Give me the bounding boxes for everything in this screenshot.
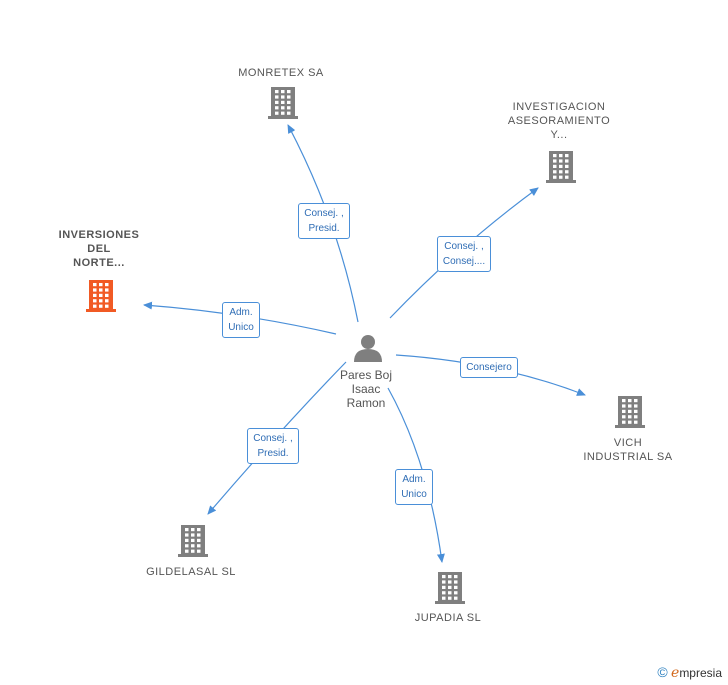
- building-icon: [615, 396, 645, 428]
- building-icon: [546, 151, 576, 183]
- role-label-gildelasal: Consej. , Presid.: [247, 428, 299, 464]
- role-label-inversiones: Adm. Unico: [222, 302, 260, 338]
- brand-name: mpresia: [679, 666, 722, 680]
- person-icon: [354, 335, 382, 362]
- brand-initial: e: [671, 665, 680, 681]
- copyright-icon: ©: [657, 664, 668, 680]
- company-label-jupadia[interactable]: JUPADIA SL: [414, 612, 482, 624]
- role-label-vich: Consejero: [460, 356, 518, 378]
- edge-jupadia: [387, 387, 445, 563]
- role-label-jupadia: Adm. Unico: [395, 469, 433, 505]
- company-label-investigacion[interactable]: INVESTIGACION ASESORAMIENTO Y...: [507, 101, 611, 141]
- company-label-inversiones[interactable]: INVERSIONES DEL NORTE...: [58, 229, 140, 269]
- person-label[interactable]: Pares Boj Isaac Ramon: [339, 368, 393, 410]
- brand-logo: © empresia: [657, 664, 722, 681]
- building-icon: [268, 87, 298, 119]
- building-icon: [178, 525, 208, 557]
- company-label-vich[interactable]: VICH INDUSTRIAL SA: [583, 437, 673, 463]
- building-icon: [435, 572, 465, 604]
- company-label-monretex[interactable]: MONRETEX SA: [238, 67, 324, 79]
- company-label-gildelasal[interactable]: GILDELASAL SL: [146, 566, 236, 578]
- role-label-monretex: Consej. , Presid.: [298, 203, 350, 239]
- role-label-investigacion: Consej. , Consej....: [436, 236, 492, 272]
- building-icon: [86, 280, 116, 312]
